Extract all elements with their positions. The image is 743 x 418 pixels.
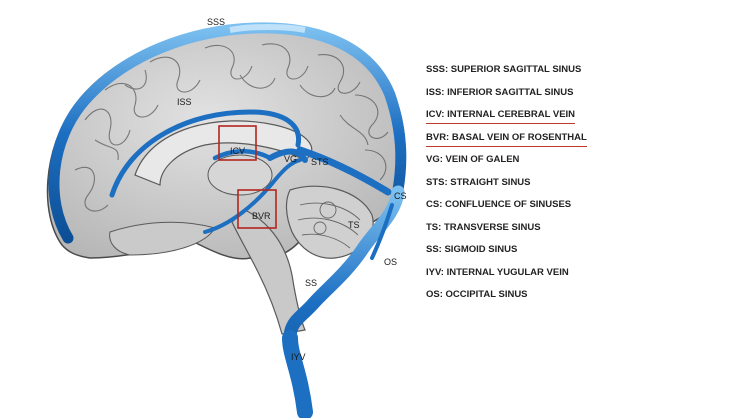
label-sts: STS xyxy=(311,157,329,167)
label-icv: ICV xyxy=(230,146,245,156)
internal-cerebral-vein xyxy=(212,149,273,161)
icv-highlight-box xyxy=(218,125,257,161)
basal-vein-of-rosenthal xyxy=(203,158,302,234)
brain-venous-diagram: SSS ISS ICV VG STS CS BVR TS OS SS IYV xyxy=(46,17,407,418)
thalamus xyxy=(207,154,273,196)
legend-item-icv: ICV: INTERNAL CEREBRAL VEIN xyxy=(426,107,726,130)
legend-item-vg: VG: VEIN OF GALEN xyxy=(426,154,520,165)
legend: SSS: SUPERIOR SAGITTAL SINUS ISS: INFERI… xyxy=(426,62,726,310)
cerebellum xyxy=(285,185,374,259)
label-sss: SSS xyxy=(207,17,225,27)
label-bvr: BVR xyxy=(252,211,271,221)
label-cs: CS xyxy=(394,191,407,201)
straight-sinus xyxy=(296,146,392,196)
occipital-sinus xyxy=(370,203,394,260)
legend-item-os: OS: OCCIPITAL SINUS xyxy=(426,289,528,300)
legend-item-bvr: BVR: BASAL VEIN OF ROSENTHAL xyxy=(426,130,726,153)
legend-item-ss: SS: SIGMOID SINUS xyxy=(426,244,518,255)
sss-arachnoid-granulations xyxy=(229,24,306,33)
legend-item-iss: ISS: INFERIOR SAGITTAL SINUS xyxy=(426,86,574,98)
label-ss: SS xyxy=(305,278,317,288)
bvr-highlight-box xyxy=(237,189,277,229)
legend-item-iyv: IYV: INTERNAL YUGULAR VEIN xyxy=(426,266,569,278)
internal-jugular-vein xyxy=(282,330,313,418)
inferior-sagittal-sinus xyxy=(109,109,302,198)
legend-item-sts: STS: STRAIGHT SINUS xyxy=(426,176,531,188)
label-vg: VG xyxy=(284,154,297,164)
label-ts: TS xyxy=(348,220,360,230)
legend-item-sss: SSS: SUPERIOR SAGITTAL SINUS xyxy=(426,64,582,75)
label-iyv: IYV xyxy=(291,352,306,362)
legend-item-cs: CS: CONFLUENCE OF SINUSES xyxy=(426,199,572,210)
temporal-lobe xyxy=(109,221,216,256)
label-os: OS xyxy=(384,257,397,267)
gyri-pattern xyxy=(74,43,389,212)
label-iss: ISS xyxy=(177,97,192,107)
legend-item-ts: TS: TRANSVERSE SINUS xyxy=(426,221,541,233)
vein-of-galen xyxy=(267,148,308,163)
cerebellar-folia xyxy=(297,201,361,249)
